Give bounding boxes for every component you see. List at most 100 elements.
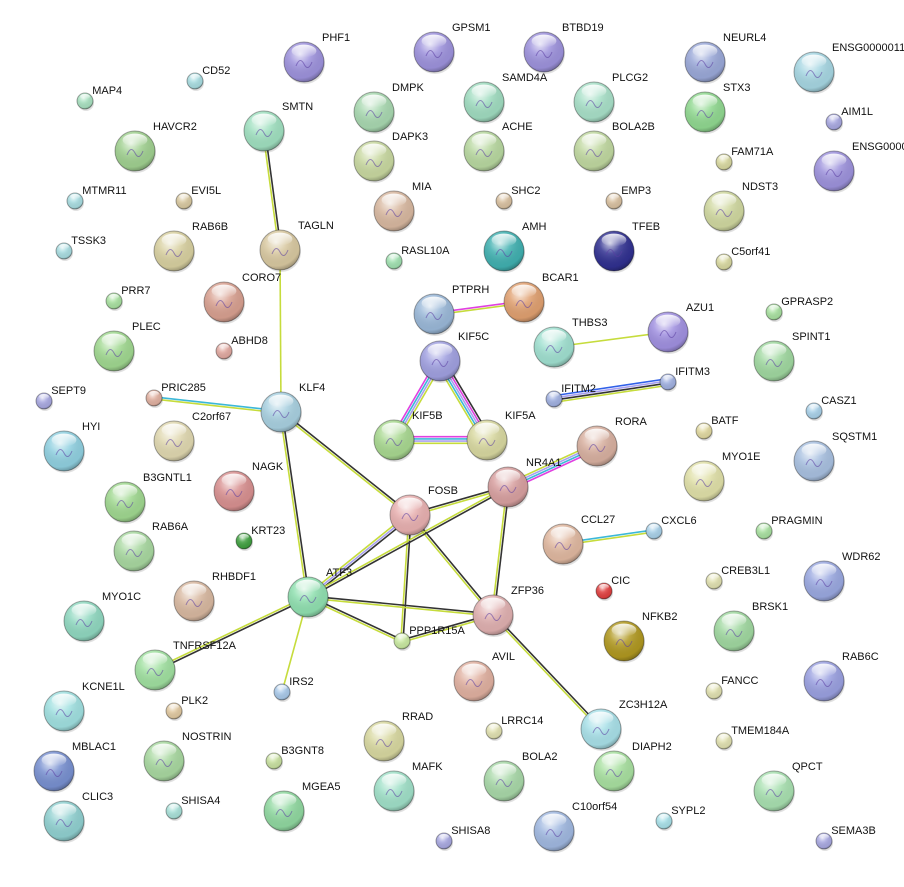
node-mafk[interactable]: MAFK (373, 761, 443, 813)
node-stx3[interactable]: STX3 (684, 82, 751, 134)
edge-ifitm2-ifitm3[interactable] (553, 377, 669, 404)
node-btbd19[interactable]: BTBD19 (523, 22, 604, 74)
edge-pric285-klf4[interactable] (153, 396, 282, 414)
node-kif5b[interactable]: KIF5B (373, 410, 443, 462)
edge-zfp36-zc3h12a[interactable] (491, 613, 603, 731)
node-map4[interactable]: MAP4 (76, 85, 122, 111)
node-ifitm2[interactable]: IFITM2 (545, 383, 596, 409)
node-cd52[interactable]: CD52 (186, 65, 230, 91)
node-tagln[interactable]: TAGLN (259, 220, 334, 272)
node-mblac1[interactable]: MBLAC1 (33, 741, 116, 793)
node-c5orf41[interactable]: C5orf41 (715, 246, 770, 272)
node-nfkb2[interactable]: NFKB2 (603, 611, 677, 663)
node-tnfrsf12a[interactable]: TNFRSF12A (134, 640, 237, 692)
node-mia[interactable]: MIA (373, 181, 432, 233)
node-emp3[interactable]: EMP3 (605, 185, 651, 211)
node-avil[interactable]: AVIL (453, 651, 515, 703)
node-c10orf54[interactable]: C10orf54 (533, 801, 617, 853)
node-dapk3[interactable]: DAPK3 (353, 131, 428, 183)
node-rab6a[interactable]: RAB6A (113, 521, 189, 573)
node-krt23[interactable]: KRT23 (235, 525, 285, 551)
node-brsk1[interactable]: BRSK1 (713, 601, 788, 653)
node-rora[interactable]: RORA (576, 416, 647, 468)
node-casz1[interactable]: CASZ1 (805, 395, 857, 421)
node-sypl2[interactable]: SYPL2 (655, 805, 705, 831)
node-plk2[interactable]: PLK2 (165, 695, 208, 721)
node-spint1[interactable]: SPINT1 (753, 331, 831, 383)
edge-atf3-tnfrsf12a[interactable] (154, 595, 309, 672)
node-rab6c[interactable]: RAB6C (803, 651, 879, 703)
node-phf1[interactable]: PHF1 (283, 32, 350, 84)
node-irs2[interactable]: IRS2 (273, 676, 314, 702)
node-dmpk[interactable]: DMPK (353, 82, 424, 134)
node-evi5l[interactable]: EVI5L (175, 185, 221, 211)
node-diaph2[interactable]: DIAPH2 (593, 741, 672, 793)
node-plec[interactable]: PLEC (93, 321, 161, 373)
node-sept9[interactable]: SEPT9 (35, 385, 86, 411)
node-prr7[interactable]: PRR7 (105, 285, 151, 311)
node-coro7[interactable]: CORO7 (203, 272, 281, 324)
node-myo1c[interactable]: MYO1C (63, 591, 141, 643)
node-ppp1r15a[interactable]: PPP1R15A (393, 625, 466, 651)
node-shisa4[interactable]: SHISA4 (165, 795, 220, 821)
node-rrad[interactable]: RRAD (363, 711, 433, 763)
node-shc2[interactable]: SHC2 (495, 185, 541, 211)
node-havcr2[interactable]: HAVCR2 (114, 121, 197, 173)
node-fosb[interactable]: FOSB (389, 485, 458, 537)
node-azu1[interactable]: AZU1 (647, 302, 714, 354)
node-rab6b[interactable]: RAB6B (153, 221, 228, 273)
edge-smtn-tagln[interactable] (262, 130, 282, 251)
node-nr4a1[interactable]: NR4A1 (487, 457, 561, 509)
node-tfeb[interactable]: TFEB (593, 221, 660, 273)
node-hyi[interactable]: HYI (43, 421, 100, 473)
node-cxcl6[interactable]: CXCL6 (645, 515, 697, 541)
node-pragmin[interactable]: PRAGMIN (755, 515, 823, 541)
node-shisa8[interactable]: SHISA8 (435, 825, 490, 851)
edge-nr4a1-atf3[interactable] (307, 485, 509, 599)
node-tmem184a[interactable]: TMEM184A (715, 725, 790, 751)
node-plcg2[interactable]: PLCG2 (573, 72, 648, 124)
node-lrrc14[interactable]: LRRC14 (485, 715, 543, 741)
node-wdr62[interactable]: WDR62 (803, 551, 881, 603)
node-pric285[interactable]: PRIC285 (145, 382, 206, 408)
node-creb3l1[interactable]: CREB3L1 (705, 565, 770, 591)
node-sema3b[interactable]: SEMA3B (815, 825, 876, 851)
node-mtmr11[interactable]: MTMR11 (66, 185, 127, 211)
node-ache[interactable]: ACHE (463, 121, 533, 173)
edge-tagln-klf4[interactable] (279, 249, 282, 413)
edge-klf4-atf3[interactable] (279, 411, 310, 598)
node-c2orf67[interactable]: C2orf67 (153, 411, 231, 463)
node-fam71a[interactable]: FAM71A (715, 146, 774, 172)
edge-fosb-ppp1r15a[interactable] (400, 514, 412, 642)
node-amh[interactable]: AMH (483, 221, 547, 273)
node-rhbdf1[interactable]: RHBDF1 (173, 571, 256, 623)
node-thbs3[interactable]: THBS3 (533, 317, 607, 369)
node-ifitm3[interactable]: IFITM3 (659, 366, 710, 392)
edge-klf4-fosb[interactable] (279, 410, 412, 517)
node-ensg0000011[interactable]: ENSG0000011 (793, 42, 904, 94)
node-smtn[interactable]: SMTN (243, 101, 313, 153)
node-ccl27[interactable]: CCL27 (542, 514, 615, 566)
node-nostrin[interactable]: NOSTRIN (143, 731, 232, 783)
node-b3gntl1[interactable]: B3GNTL1 (104, 472, 192, 524)
node-ptprh[interactable]: PTPRH (413, 284, 489, 336)
node-ndst3[interactable]: NDST3 (703, 181, 778, 233)
node-clic3[interactable]: CLIC3 (43, 791, 113, 843)
node-b3gnt8[interactable]: B3GNT8 (265, 745, 324, 771)
node-fancc[interactable]: FANCC (705, 675, 759, 701)
edge-atf3-zfp36[interactable] (307, 595, 494, 617)
node-bola2b[interactable]: BOLA2B (573, 121, 655, 173)
node-kif5c[interactable]: KIF5C (419, 331, 489, 383)
node-tssk3[interactable]: TSSK3 (55, 235, 106, 261)
node-bola2[interactable]: BOLA2 (483, 751, 557, 803)
node-rasl10a[interactable]: RASL10A (385, 245, 450, 271)
node-gprasp2[interactable]: GPRASP2 (765, 296, 833, 322)
node-zfp36[interactable]: ZFP36 (472, 585, 544, 637)
node-batf[interactable]: BATF (695, 415, 739, 441)
node-klf4[interactable]: KLF4 (260, 382, 325, 434)
node-abhd8[interactable]: ABHD8 (215, 335, 268, 361)
node-cic[interactable]: CIC (595, 575, 630, 601)
node-kif5a[interactable]: KIF5A (466, 410, 536, 462)
